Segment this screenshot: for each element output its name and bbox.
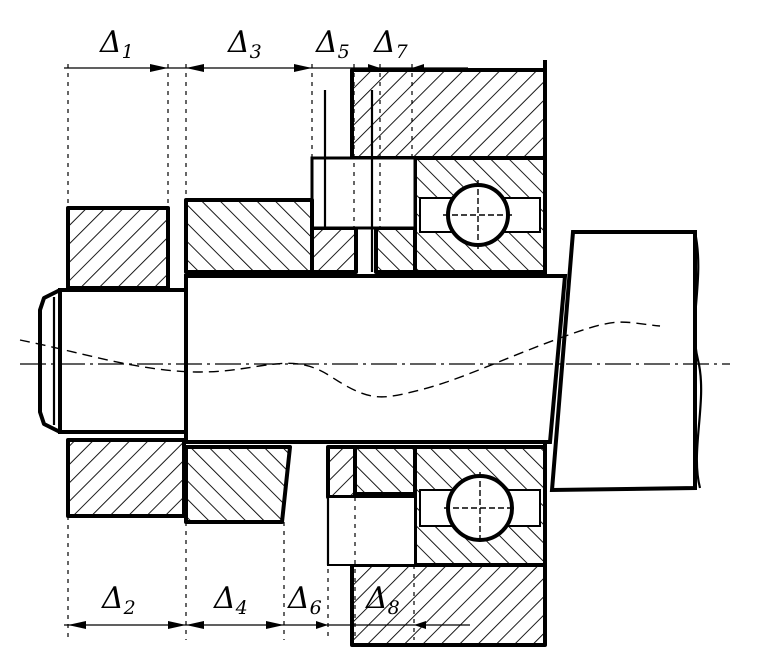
upper-bearing [413, 156, 547, 274]
spacers [310, 156, 417, 566]
dim-delta-2: Δ2 [101, 581, 136, 619]
dim-delta-4: Δ4 [213, 581, 248, 619]
dimension-labels-bottom: Δ2 Δ4 Δ6 Δ8 [101, 581, 400, 619]
dim-delta-8: Δ8 [365, 581, 400, 619]
shaft [19, 230, 730, 493]
dim-delta-5: Δ5 [315, 25, 350, 63]
dim-delta-3: Δ3 [227, 25, 262, 63]
dimension-lines [64, 64, 470, 629]
lower-bearing [413, 445, 547, 567]
extension-lines [67, 64, 415, 640]
dimension-labels-top: Δ1 Δ3 Δ5 Δ7 [99, 25, 409, 63]
dim-delta-7: Δ7 [373, 25, 409, 63]
collars [66, 198, 314, 524]
dim-delta-6: Δ6 [287, 581, 322, 619]
dim-delta-1: Δ1 [99, 25, 134, 63]
